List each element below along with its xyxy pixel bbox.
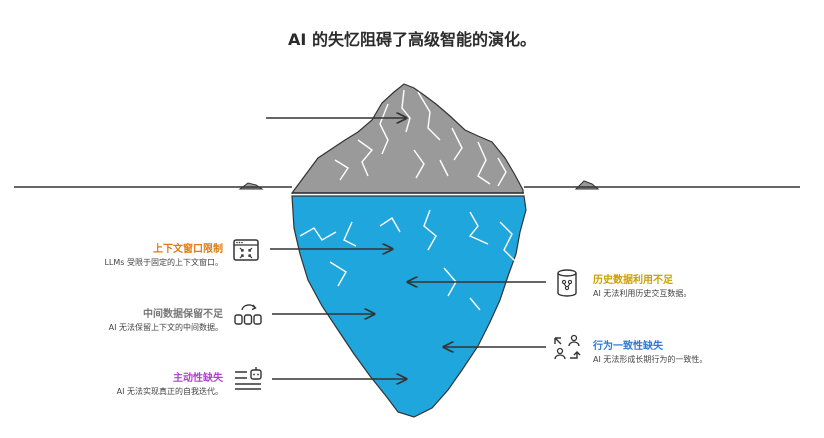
label-context-window: 上下文窗口限制 xyxy=(153,244,223,255)
ice-cracks xyxy=(299,209,517,311)
desc-behavior-consistency: AI 无法形成长期行为的一致性。 xyxy=(593,355,708,364)
pointer-arrows xyxy=(266,118,546,379)
users-exchange-icon xyxy=(554,334,581,360)
page-title: AI 的失忆阻碍了高级智能的演化。 xyxy=(288,30,536,49)
label-history-data: 历史数据利用不足 xyxy=(593,275,673,286)
label-data-retention: 中间数据保留不足 xyxy=(143,309,223,320)
label-behavior-consistency: 行为一致性缺失 xyxy=(593,341,663,352)
desc-data-retention: AI 无法保留上下文的中间数据。 xyxy=(108,323,223,332)
desc-context-window: LLMs 受限于固定的上下文窗口。 xyxy=(104,258,223,267)
iceberg-underwater xyxy=(291,195,527,418)
context-window-icon xyxy=(233,239,259,261)
iceberg-tip xyxy=(290,83,524,194)
robot-list-icon xyxy=(235,367,262,390)
database-icon xyxy=(557,269,577,297)
data-retention-icon xyxy=(234,304,262,325)
label-proactivity: 主动性缺失 xyxy=(173,373,223,384)
desc-proactivity: AI 无法实现真正的自我迭代。 xyxy=(116,387,223,396)
desc-history-data: AI 无法利用历史交互数据。 xyxy=(593,289,692,298)
